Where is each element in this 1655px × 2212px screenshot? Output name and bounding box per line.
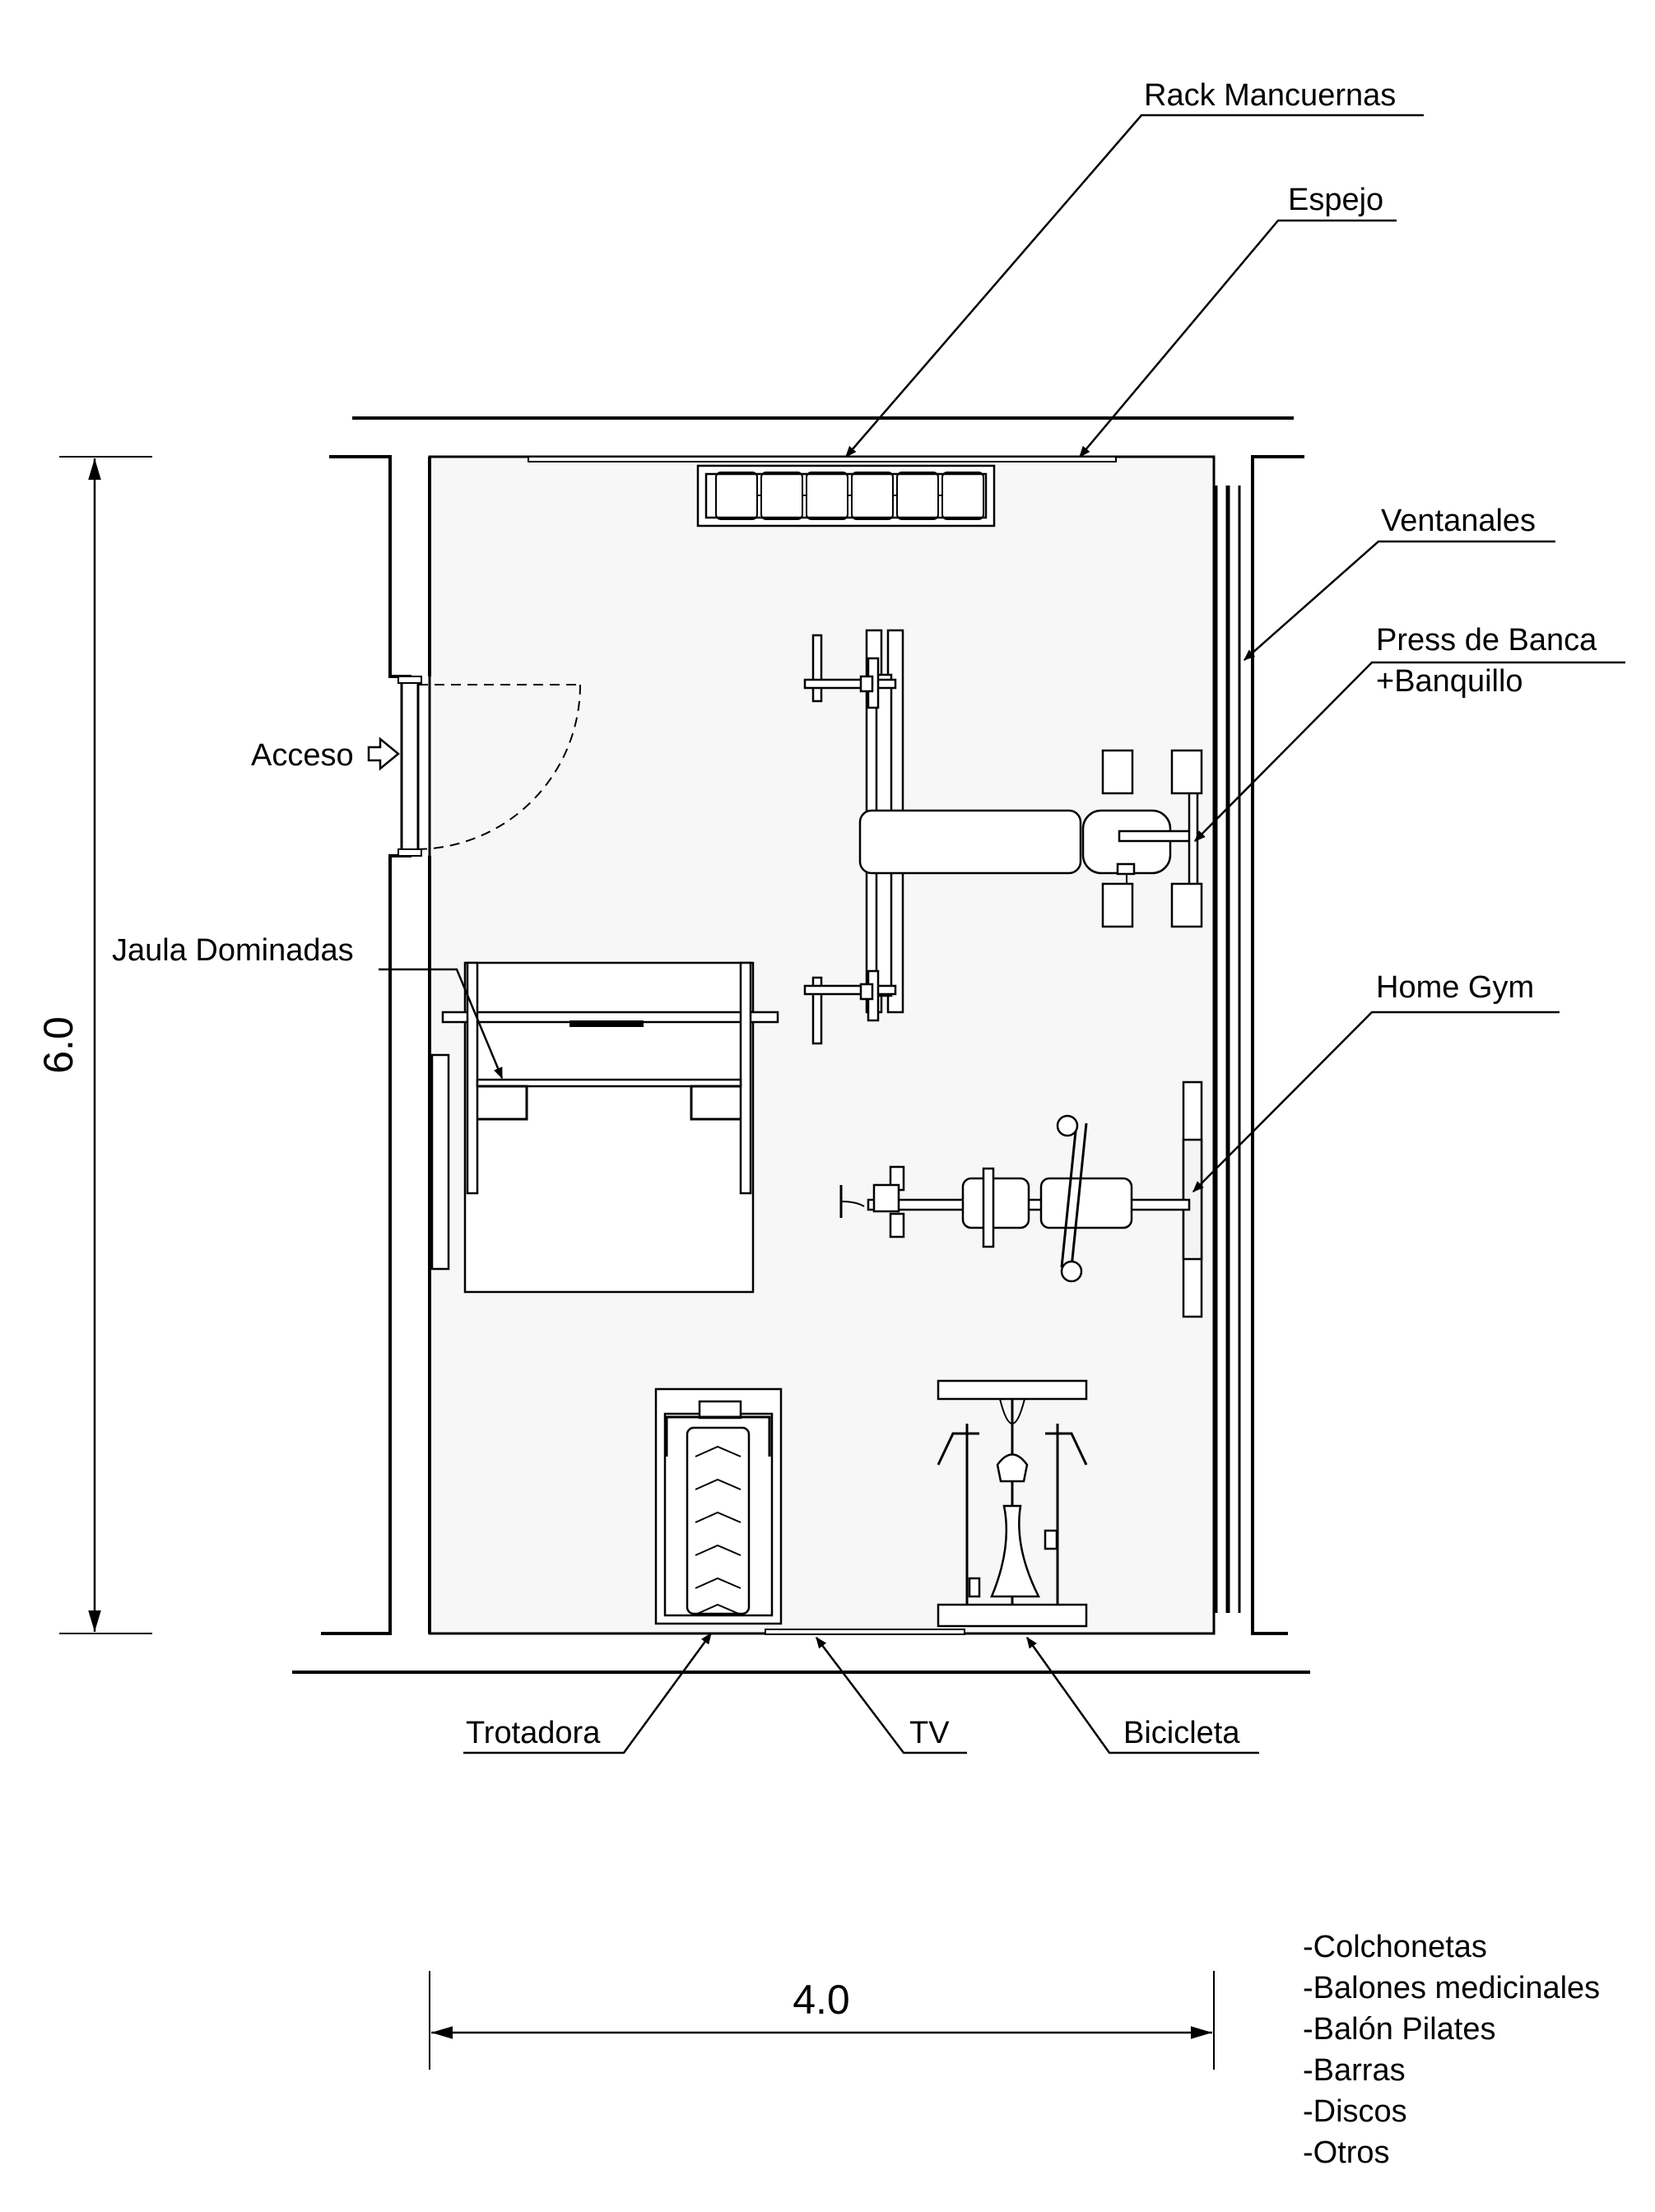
extras-item: -Otros [1303, 2135, 1390, 2170]
extras-item: -Balón Pilates [1303, 2012, 1495, 2047]
label-bench: +Banquillo [1376, 664, 1523, 699]
label-access: Acceso [251, 738, 354, 773]
access-door [397, 676, 581, 857]
bench-press [803, 629, 1203, 1045]
label-treadmill: Trotadora [466, 1716, 601, 1750]
dimension-width [429, 1971, 1215, 2070]
mirror [528, 456, 1117, 462]
extras-list: -Colchonetas -Balones medicinales -Balón… [1303, 1930, 1600, 2170]
label-rack: Rack Mancuernas [1144, 78, 1396, 113]
walls [292, 416, 1310, 1674]
extras-item: -Barras [1303, 2053, 1406, 2088]
label-tv: TV [909, 1716, 950, 1750]
leader-lines [379, 114, 1625, 1754]
window-glazing [1215, 486, 1241, 1613]
dimension-height [59, 456, 152, 1634]
extras-item: -Colchonetas [1303, 1930, 1487, 1964]
label-pullup-cage: Jaula Dominadas [112, 933, 354, 968]
pullup-cage [430, 961, 779, 1294]
label-mirror: Espejo [1288, 183, 1383, 217]
dumbbell-rack [696, 464, 996, 527]
dimension-height-value: 6.0 [35, 1016, 81, 1074]
exercise-bike [937, 1379, 1088, 1628]
home-gym [839, 1080, 1203, 1318]
label-bench-press: Press de Banca [1376, 623, 1597, 658]
label-home-gym: Home Gym [1376, 970, 1534, 1005]
extras-item: -Discos [1303, 2094, 1407, 2129]
tv [765, 1629, 965, 1635]
label-bike: Bicicleta [1123, 1716, 1240, 1750]
dimension-width-value: 4.0 [793, 1977, 850, 2023]
extras-item: -Balones medicinales [1303, 1971, 1600, 2005]
label-windows: Ventanales [1381, 504, 1536, 538]
access-arrow-icon [367, 737, 400, 771]
treadmill [654, 1387, 783, 1625]
